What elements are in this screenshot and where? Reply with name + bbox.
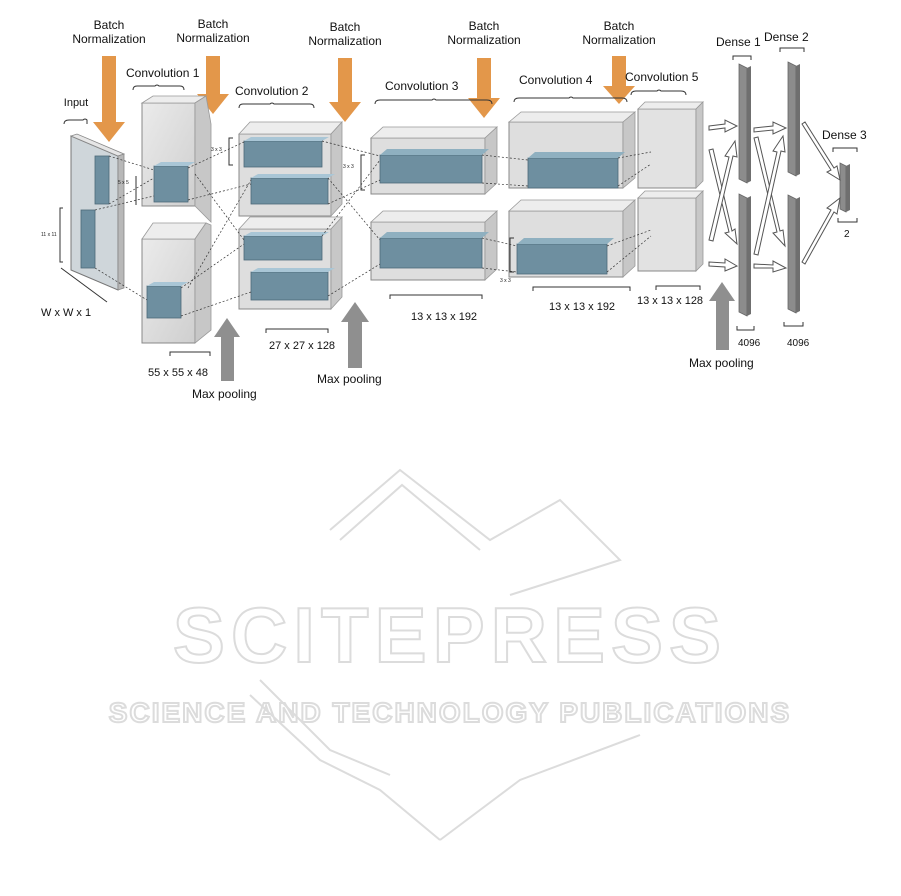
conv4-volume-top <box>507 111 637 189</box>
dense3-label: Dense 3 <box>822 128 867 142</box>
kernel-3-label-conv3: 3 x 3 <box>343 164 354 170</box>
conv4-dims: 13 x 13 x 192 <box>549 301 615 313</box>
dense3-bar <box>839 162 850 213</box>
conv3-volume-bottom <box>369 210 499 281</box>
max-pool-arrow-3 <box>709 282 735 350</box>
watermark-sub-text: SCIENCE AND TECHNOLOGY PUBLICATIONS <box>109 697 791 728</box>
watermark-main-text: SCITEPRESS <box>173 591 727 679</box>
svg-text:Normalization: Normalization <box>176 31 249 45</box>
kernel-3-label-conv4: 3 x 3 <box>500 278 511 284</box>
conv1-volume-top <box>140 95 212 223</box>
sciteress-watermark: SCITEPRESS SCIENCE AND TECHNOLOGY PUBLIC… <box>108 468 791 841</box>
svg-text:Normalization: Normalization <box>308 34 381 48</box>
figure-panel: Batch Normalization Batch Normalization … <box>25 0 875 416</box>
input-dims: W x W x 1 <box>41 307 91 319</box>
dense-connection-arrows <box>708 119 841 273</box>
svg-text:Batch: Batch <box>198 17 229 31</box>
conv5-volume-top <box>637 101 704 189</box>
kernel-11-label: 11 x 11 <box>41 232 57 238</box>
svg-text:Normalization: Normalization <box>72 32 145 46</box>
conv1-dims: 55 x 55 x 48 <box>148 367 208 379</box>
svg-text:Batch: Batch <box>604 19 635 33</box>
max-pool-label-3: Max pooling <box>689 356 754 370</box>
conv4-volume-bottom <box>507 199 637 278</box>
svg-text:Normalization: Normalization <box>582 33 655 47</box>
batch-norm-arrow-3 <box>329 58 361 122</box>
conv5-label: Convolution 5 <box>625 70 699 84</box>
batch-norm-label-2: Batch Normalization <box>176 17 249 45</box>
svg-text:Batch: Batch <box>94 18 125 32</box>
input-volume <box>69 133 126 291</box>
conv1-volume-bottom <box>141 222 212 344</box>
batch-norm-label-3: Batch Normalization <box>308 20 381 48</box>
batch-norm-arrow-5 <box>603 56 635 104</box>
cnn-architecture-diagram: Batch Normalization Batch Normalization … <box>41 17 867 401</box>
kernel-5-label: 5 x 5 <box>118 180 129 186</box>
watermark-book-logo <box>249 468 641 841</box>
batch-norm-label-4: Batch Normalization <box>447 19 520 47</box>
input-label: Input <box>64 97 88 109</box>
max-pool-arrow-1 <box>214 318 240 381</box>
conv5-dims: 13 x 13 x 128 <box>637 295 703 307</box>
svg-text:Batch: Batch <box>330 20 361 34</box>
kernel-3-label-conv2: 3 x 3 <box>211 147 222 153</box>
conv3-dims: 13 x 13 x 192 <box>411 311 477 323</box>
conv2-label: Convolution 2 <box>235 84 309 98</box>
conv2-volume-top <box>238 120 343 218</box>
conv5-volume-bottom <box>637 190 704 272</box>
conv2-volume-bottom <box>238 215 343 311</box>
conv1-label: Convolution 1 <box>126 66 200 80</box>
svg-text:Batch: Batch <box>469 19 500 33</box>
dense1-size: 4096 <box>738 338 761 349</box>
max-pool-label-2: Max pooling <box>317 372 382 386</box>
batch-norm-arrow-4 <box>468 58 500 118</box>
dense1-label: Dense 1 <box>716 35 761 49</box>
dense1-bars <box>738 63 751 317</box>
conv2-dims: 27 x 27 x 128 <box>269 340 335 352</box>
max-pool-arrow-2 <box>341 302 369 368</box>
max-pool-label-1: Max pooling <box>192 387 257 401</box>
conv3-label: Convolution 3 <box>385 79 459 93</box>
conv4-label: Convolution 4 <box>519 73 593 87</box>
batch-norm-arrow-1 <box>93 56 125 142</box>
dense3-size: 2 <box>844 229 850 240</box>
dense2-bars <box>787 61 800 314</box>
dense2-label: Dense 2 <box>764 30 809 44</box>
dense2-size: 4096 <box>787 338 810 349</box>
batch-norm-label-5: Batch Normalization <box>582 19 655 47</box>
conv3-volume-top <box>369 126 499 195</box>
batch-norm-label-1: Batch Normalization <box>72 18 145 46</box>
svg-text:Normalization: Normalization <box>447 33 520 47</box>
